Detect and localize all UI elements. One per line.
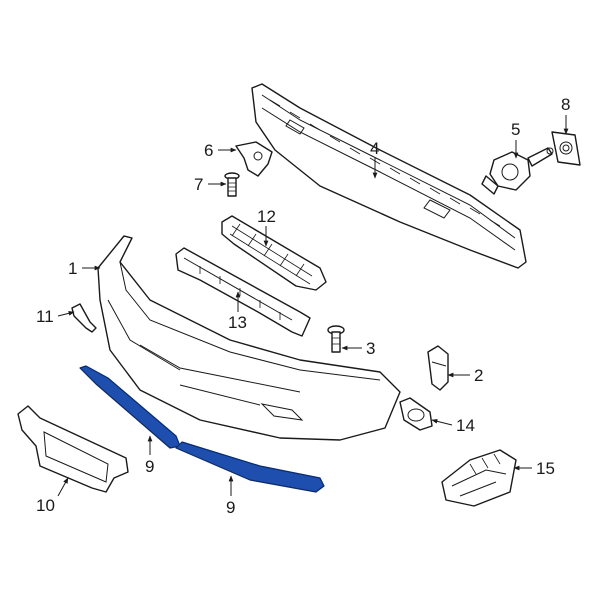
reinforcement-bar-part[interactable]: [251, 83, 527, 269]
callout-label-3: 3: [366, 339, 375, 358]
callout-4: 4: [370, 139, 379, 179]
callout-label-10: 10: [36, 496, 55, 515]
callout-14: 14: [431, 416, 475, 435]
callout-12: 12: [257, 207, 276, 247]
callout-5: 5: [511, 120, 520, 159]
trim-strip-left-shape: [79, 365, 181, 449]
bumper-cover-part[interactable]: [97, 235, 401, 441]
callout-7: 7: [194, 175, 227, 194]
callout-11: 11: [36, 307, 75, 326]
callout-label-13: 13: [228, 313, 247, 332]
mount-bracket-part[interactable]: [481, 147, 554, 195]
callout-label-6: 6: [204, 141, 213, 160]
callout-9-right: 9: [226, 475, 235, 517]
callout-label-9-left: 9: [145, 457, 154, 476]
retainer-clip-part[interactable]: [71, 303, 97, 333]
trim-strip-right-shape: [175, 441, 325, 493]
grille-part[interactable]: [221, 215, 327, 291]
callout-13: 13: [228, 291, 247, 332]
lower-trim-strip-right-part[interactable]: [175, 441, 325, 493]
small-bracket-part[interactable]: [235, 141, 273, 177]
callout-label-5: 5: [511, 120, 520, 139]
side-bracket-part[interactable]: [427, 345, 449, 391]
lower-trim-strip-left-part[interactable]: [79, 365, 181, 449]
bolt-part[interactable]: [224, 172, 240, 197]
callout-label-14: 14: [456, 416, 475, 435]
callout-label-1: 1: [68, 259, 77, 278]
callout-label-8: 8: [561, 95, 570, 114]
callout-label-4: 4: [370, 139, 379, 158]
license-plate-bracket-part[interactable]: [17, 405, 129, 493]
callout-label-15: 15: [536, 459, 555, 478]
mounting-plate-part[interactable]: [551, 131, 581, 166]
callout-label-7: 7: [194, 175, 203, 194]
callout-10: 10: [36, 477, 69, 515]
callout-1: 1: [68, 259, 101, 278]
callout-6: 6: [204, 141, 237, 160]
callout-label-2: 2: [474, 366, 483, 385]
callout-label-11: 11: [36, 307, 54, 326]
callout-3: 3: [341, 339, 375, 358]
absorber-bracket-part[interactable]: [175, 247, 311, 337]
callout-9-left: 9: [145, 435, 154, 476]
push-clip-part[interactable]: [327, 325, 345, 353]
callout-2: 2: [447, 366, 483, 385]
fog-lamp-bezel-part[interactable]: [399, 397, 433, 431]
callout-15: 15: [513, 459, 555, 478]
callout-label-12: 12: [257, 207, 276, 226]
callout-label-9-right: 9: [226, 498, 235, 517]
callout-8: 8: [561, 95, 570, 135]
side-support-part[interactable]: [441, 449, 517, 507]
